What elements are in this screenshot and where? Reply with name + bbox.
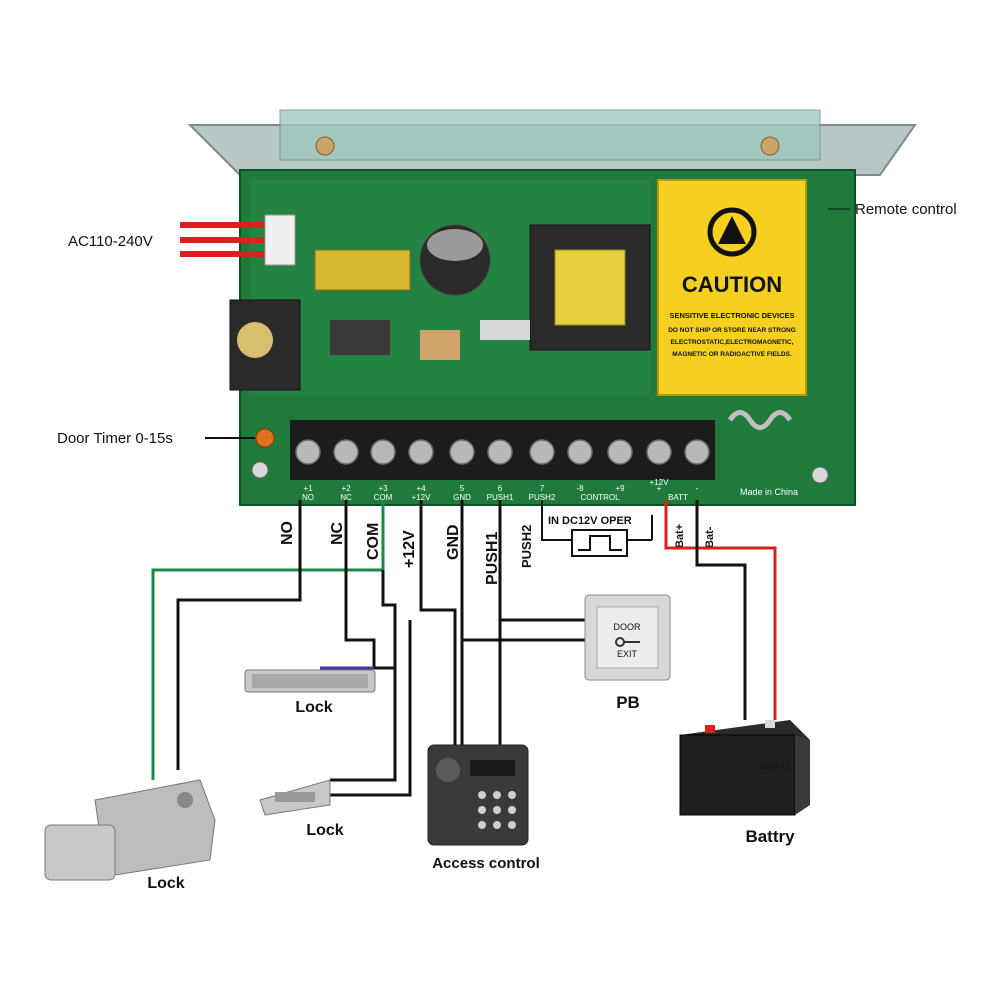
caution-line-4: MAGNETIC OR RADIOACTIVE FIELDS. <box>672 351 792 358</box>
battery-label: Battry <box>745 827 795 846</box>
door-timer-label: Door Timer 0-15s <box>57 430 173 447</box>
battery: NP7-12 Battry <box>679 720 810 846</box>
ac-input-label: AC110-240V <box>68 233 153 250</box>
wire-label-gnd: GND <box>445 524 462 560</box>
lock-rim-label: Lock <box>147 875 184 892</box>
term-num-4: +4 <box>416 484 426 493</box>
term-num-10: + <box>657 484 662 493</box>
rim-lock: Lock <box>44 779 216 892</box>
caution-line-3: ELECTROSTATIC,ELECTROMAGNETIC, <box>671 339 794 346</box>
push-button-face-top: DOOR <box>614 622 642 632</box>
term-label-nc: NC <box>340 493 352 502</box>
caution-line-2: DO NOT SHIP OR STORE NEAR STRONG <box>668 327 796 334</box>
term-label-push2: PUSH2 <box>529 493 556 502</box>
term-label-batt: BATT <box>668 493 688 502</box>
caution-label: CAUTION SENSITIVE ELECTRONIC DEVICES DO … <box>657 179 807 396</box>
pulse-symbol-icon <box>571 529 628 557</box>
caution-line-1: SENSITIVE ELECTRONIC DEVICES <box>669 311 794 320</box>
term-label-com: COM <box>374 493 393 502</box>
wire-label-no: NO <box>279 521 296 545</box>
magnetic-lock: Lock <box>244 669 376 716</box>
esd-icon <box>707 207 757 257</box>
power-supply-unit: CAUTION SENSITIVE ELECTRONIC DEVICES DO … <box>180 109 917 506</box>
lock-strike-label: Lock <box>306 822 343 839</box>
push-button-face-bottom: EXIT <box>617 649 638 659</box>
term-label-gnd: GND <box>453 493 471 502</box>
term-num-1: +1 <box>303 484 313 493</box>
timer-pot-icon[interactable] <box>255 428 275 448</box>
term-label-push1: PUSH1 <box>487 493 514 502</box>
term-num-8: -8 <box>576 484 584 493</box>
made-in-label: Made in China <box>740 487 798 497</box>
ac-input-wires <box>180 214 296 266</box>
wire-label-com: COM <box>365 523 382 560</box>
wire-label-nc: NC <box>329 521 346 545</box>
term-num-3: +3 <box>378 484 388 493</box>
wire-label-push2: PUSH2 <box>519 525 534 568</box>
access-control-keypad: Access control <box>427 744 540 872</box>
term-label-12v: +12V <box>412 493 432 502</box>
wire-label-in-dc12v: IN DC12V OPER <box>548 515 632 527</box>
term-label-control: CONTROL <box>580 493 620 502</box>
term-num-9: +9 <box>615 484 625 493</box>
wire-label-bat-plus: Bat+ <box>674 524 686 548</box>
term-num-5: 5 <box>460 484 465 493</box>
term-num-2: +2 <box>341 484 351 493</box>
lock-magnetic-label: Lock <box>295 699 332 716</box>
term-num-7: 7 <box>540 484 545 493</box>
remote-control-label: Remote control <box>855 201 957 218</box>
term-label-12v-batt: +12V <box>650 478 670 487</box>
term-label-no: NO <box>302 493 314 502</box>
term-num-6: 6 <box>498 484 503 493</box>
wire-label-push1: PUSH1 <box>484 532 501 585</box>
push-button-label: PB <box>616 693 640 712</box>
battery-model-label: NP7-12 <box>760 762 791 772</box>
wire-label-bat-minus: Bat- <box>704 526 716 548</box>
caution-title: CAUTION <box>682 272 782 297</box>
term-num-11: - <box>696 484 699 493</box>
wire-label-12v: +12V <box>401 530 418 568</box>
wires <box>151 500 777 797</box>
access-control-label: Access control <box>432 855 540 872</box>
push-button: DOOR EXIT PB <box>584 594 671 712</box>
strike-lock: Lock <box>259 779 344 839</box>
